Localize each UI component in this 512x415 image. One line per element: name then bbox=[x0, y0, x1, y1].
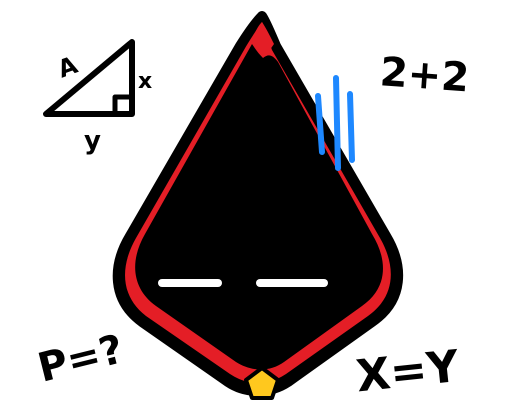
bottom-left-math-expression: P=? bbox=[33, 326, 128, 391]
pentagon-gem-icon bbox=[244, 366, 280, 400]
creature-tip-drip bbox=[252, 22, 274, 60]
triangle-base-label: y bbox=[84, 126, 101, 156]
right-triangle-doodle: A x y bbox=[43, 39, 152, 156]
bottom-right-math-expression: X=Y bbox=[354, 341, 463, 403]
stress-lines-icon bbox=[315, 75, 355, 171]
right-angle-marker-icon bbox=[112, 94, 132, 114]
triangle-side-label: x bbox=[138, 69, 152, 94]
top-right-math-expression: 2+2 bbox=[378, 49, 470, 101]
triangle-hypotenuse-label: A bbox=[54, 51, 81, 84]
crystal-creature bbox=[112, 11, 404, 400]
right-eye bbox=[256, 279, 328, 287]
triangle-outline-icon bbox=[43, 39, 135, 117]
creature-body bbox=[135, 44, 383, 370]
left-eye bbox=[158, 279, 222, 287]
